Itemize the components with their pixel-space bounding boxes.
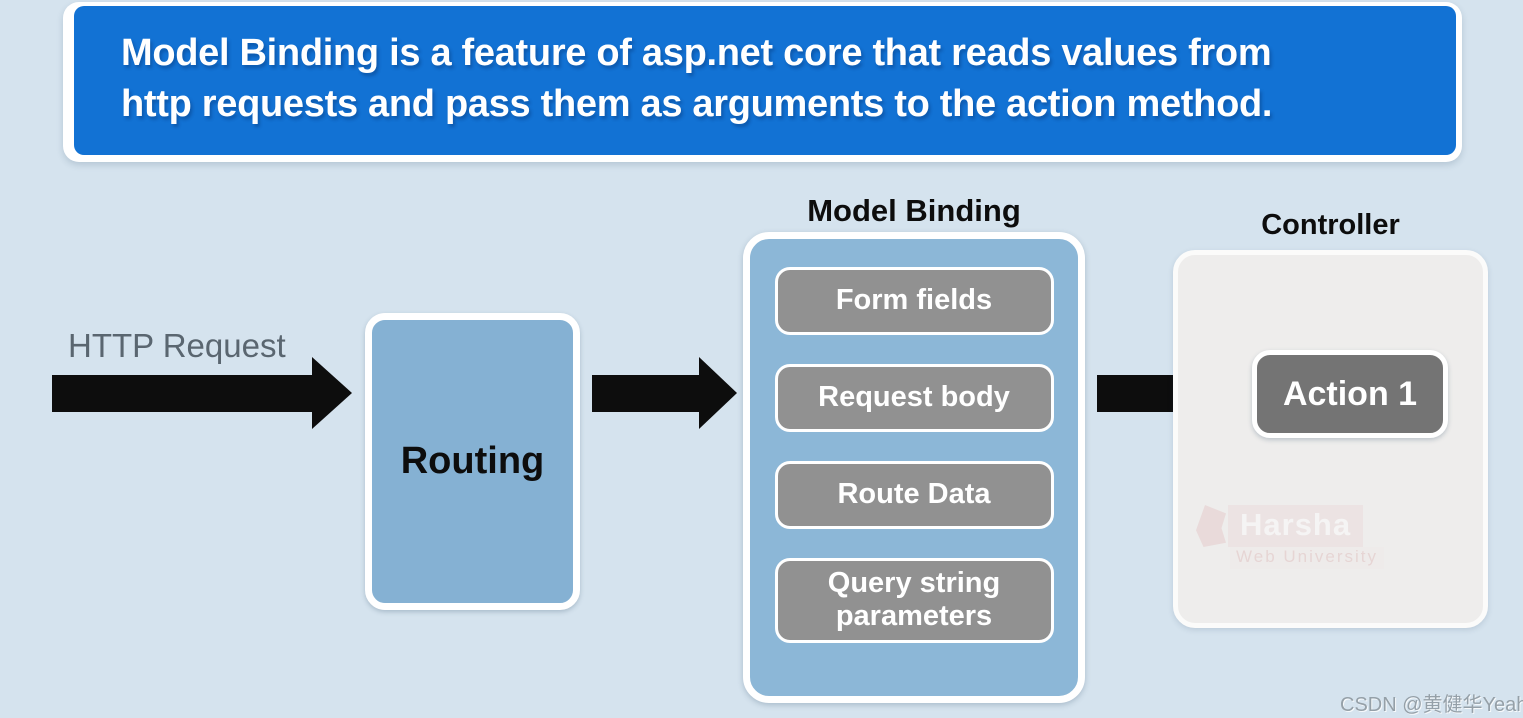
harsha-watermark-subtitle: Web University xyxy=(1230,547,1384,569)
harsha-watermark-row: Harsha xyxy=(1196,505,1384,547)
source-box-route-data: Route Data xyxy=(774,461,1054,529)
arrow-head-icon xyxy=(699,357,737,429)
arrow-head-icon xyxy=(312,357,352,429)
arrow-http-to-routing xyxy=(52,357,352,429)
banner-frame: Model Binding is a feature of asp.net co… xyxy=(63,2,1462,162)
routing-label: Routing xyxy=(400,440,545,482)
harsha-watermark: Harsha Web University xyxy=(1196,505,1384,569)
arrow-routing-to-modelbinding xyxy=(592,357,737,429)
banner: Model Binding is a feature of asp.net co… xyxy=(74,6,1456,155)
harsha-logo-icon xyxy=(1196,505,1226,547)
source-box-form-fields: Form fields xyxy=(774,267,1054,335)
harsha-watermark-name: Harsha xyxy=(1228,505,1364,547)
controller-container: Action 1 Harsha Web University xyxy=(1173,250,1488,628)
source-box-request-body: Request body xyxy=(774,364,1054,432)
arrow-shaft xyxy=(52,374,312,412)
arrow-shaft xyxy=(592,374,699,412)
controller-title: Controller xyxy=(1261,209,1400,241)
routing-node: Routing xyxy=(365,313,580,610)
banner-text-line1: Model Binding is a feature of asp.net co… xyxy=(121,32,1272,74)
http-request-label: HTTP Request xyxy=(68,327,286,364)
banner-text-line2: http requests and pass them as arguments… xyxy=(121,83,1273,125)
csdn-watermark: CSDN @黄健华Yeah xyxy=(1340,694,1523,716)
action-1-node: Action 1 xyxy=(1252,350,1448,438)
model-binding-title: Model Binding xyxy=(807,193,1021,228)
model-binding-container: Form fields Request body Route Data Quer… xyxy=(743,232,1085,703)
source-box-query-string: Query string parameters xyxy=(774,558,1054,643)
